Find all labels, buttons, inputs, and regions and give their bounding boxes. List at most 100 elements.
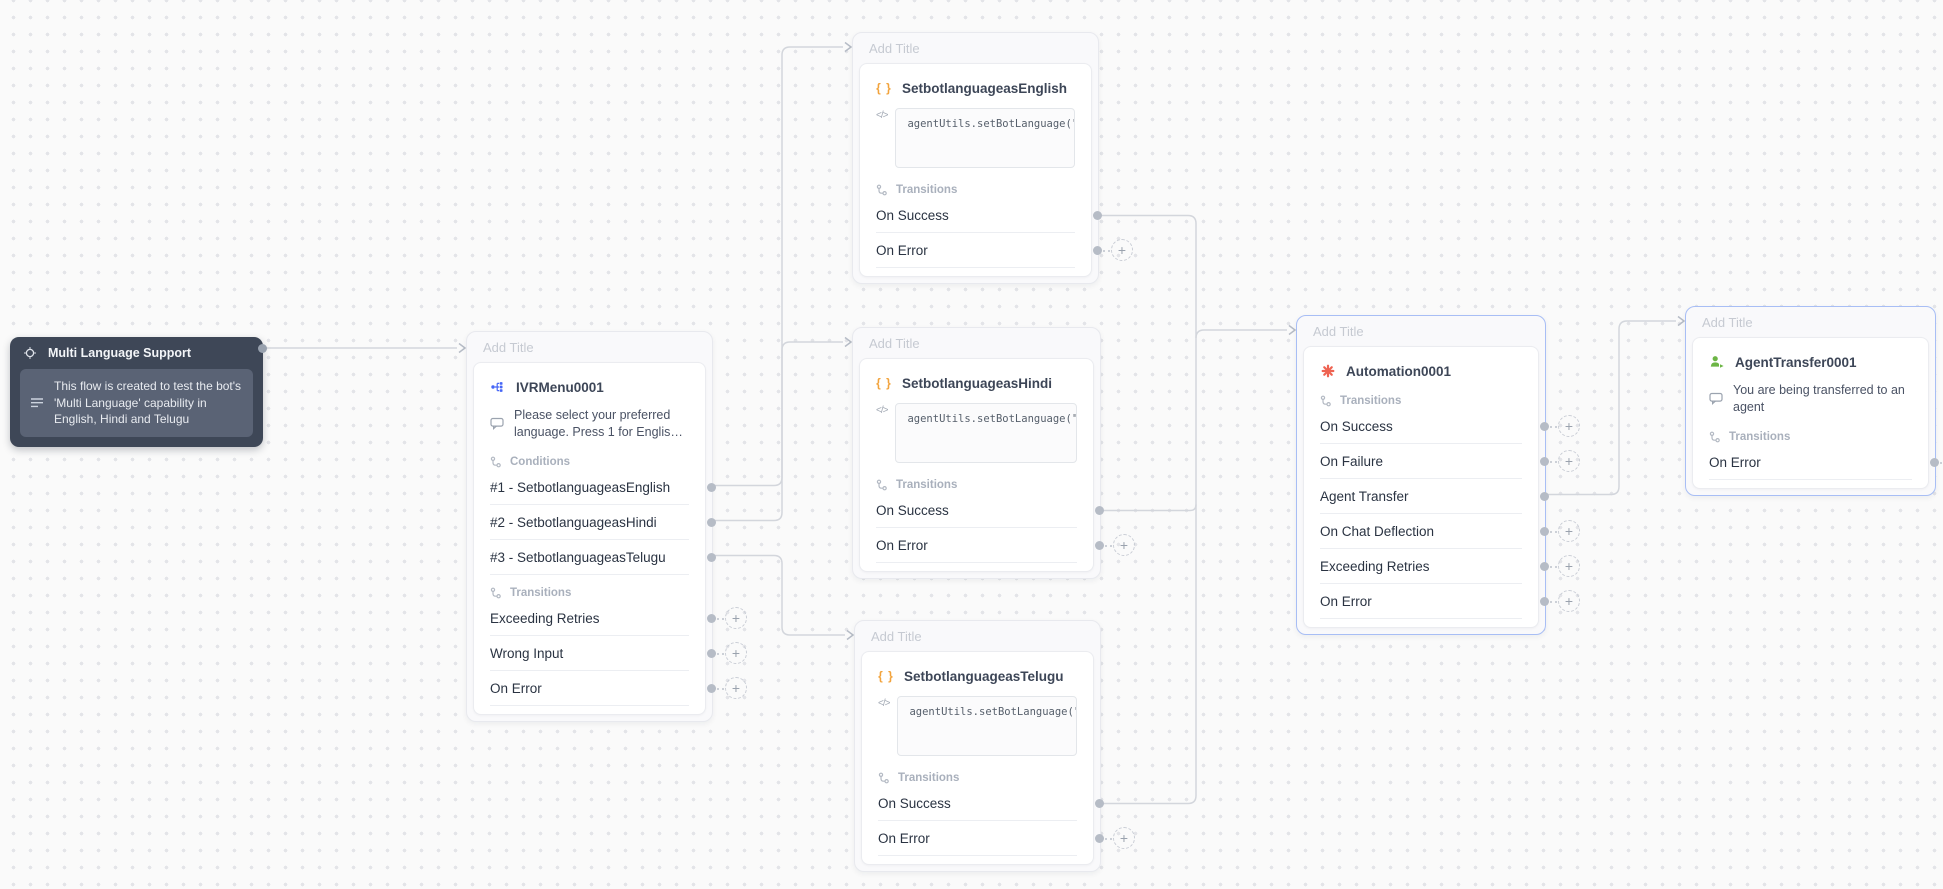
condition-label: #1 - SetbotlanguageasEnglish (490, 479, 671, 495)
transition-row[interactable]: On Success (876, 493, 1104, 528)
ivr-menu-icon (490, 380, 506, 394)
node-title-input[interactable]: Add Title (1313, 323, 1364, 339)
connection-handle[interactable] (1540, 561, 1549, 571)
trigger-note-node[interactable]: Multi Language Support This flow is crea… (10, 337, 267, 447)
node-name: SetbotlanguageasTelugu (904, 668, 1064, 684)
transition-label: On Success (878, 795, 951, 811)
transition-row[interactable]: On Success + (1320, 409, 1580, 444)
node-name: SetbotlanguageasHindi (902, 375, 1053, 391)
connection-handle[interactable] (1930, 457, 1939, 467)
note-title: Multi Language Support (48, 346, 192, 360)
braces-icon: { } (878, 669, 894, 683)
script-card[interactable]: { } SetbotlanguageasEnglish </> agentUti… (859, 63, 1133, 277)
ivr-menu-card[interactable]: IVRMenu0001 Please select your preferred… (473, 362, 747, 715)
connection-handle[interactable] (1540, 421, 1549, 431)
connection-handle[interactable] (1093, 245, 1102, 255)
agent-transfer-node[interactable]: Add Title AgentTransfer0001 (1685, 306, 1943, 496)
transition-row[interactable]: Exceeding Retries + (490, 601, 747, 636)
connection-handle[interactable] (1540, 491, 1549, 501)
connection-handle[interactable] (1095, 505, 1104, 515)
prompt-message-row[interactable]: Please select your preferred language. P… (490, 407, 689, 440)
ivr-menu-node[interactable]: Add Title IVRMenu0001 Please (466, 331, 747, 722)
connection-handle[interactable] (707, 648, 716, 658)
transition-label: On Success (1320, 418, 1393, 434)
note-output-handle[interactable] (258, 344, 267, 353)
transition-row[interactable]: On Error + (876, 233, 1133, 268)
script-card[interactable]: { } SetbotlanguageasHindi </> agentUtils… (859, 358, 1135, 572)
fork-icon (1320, 395, 1331, 407)
fork-icon (876, 479, 887, 491)
fork-icon (1709, 431, 1720, 443)
transition-row[interactable]: On Error + (490, 671, 747, 706)
add-connection-button[interactable]: + (717, 642, 747, 664)
node-title-input[interactable]: Add Title (483, 339, 534, 355)
connection-handle[interactable] (1540, 526, 1549, 536)
script-code-block[interactable]: agentUtils.setBotLanguage("hi") (895, 403, 1077, 463)
transitions-label: Transitions (896, 479, 958, 491)
connection-handle[interactable] (1540, 596, 1549, 606)
transition-row[interactable]: On Error + (1709, 445, 1943, 480)
connection-handle[interactable] (707, 683, 716, 693)
note-description-panel[interactable]: This flow is created to test the bot's '… (20, 369, 253, 437)
set-language-telugu-node[interactable]: Add Title { } SetbotlanguageasTelugu </>… (854, 620, 1135, 872)
transition-label: On Success (876, 502, 949, 518)
add-connection-button[interactable]: + (717, 607, 747, 629)
connection-handle[interactable] (1095, 798, 1104, 808)
script-card[interactable]: { } SetbotlanguageasTelugu </> agentUtil… (861, 651, 1135, 865)
script-code-block[interactable]: agentUtils.setBotLanguage("en"); (895, 108, 1075, 168)
speech-bubble-icon (490, 407, 504, 440)
transition-row[interactable]: On Error + (1320, 584, 1580, 619)
connection-handle[interactable] (1095, 540, 1104, 550)
transition-row[interactable]: On Error + (878, 821, 1135, 856)
node-title-input[interactable]: Add Title (869, 335, 920, 351)
add-connection-button[interactable]: + (1550, 520, 1580, 542)
add-connection-button[interactable]: + (1550, 415, 1580, 437)
note-body: This flow is created to test the bot's '… (54, 379, 242, 426)
transition-row[interactable]: On Success (876, 198, 1102, 233)
transition-row[interactable]: Agent Transfer (1320, 479, 1549, 514)
transition-row[interactable]: Wrong Input + (490, 636, 747, 671)
add-connection-button[interactable]: + (1105, 827, 1135, 849)
connection-handle[interactable] (1093, 210, 1102, 220)
connection-handle[interactable] (1540, 456, 1549, 466)
condition-row[interactable]: #2 - SetbotlanguageasHindi (490, 505, 716, 540)
set-language-english-node[interactable]: Add Title { } SetbotlanguageasEnglish </… (852, 32, 1133, 284)
connection-handle[interactable] (707, 482, 716, 492)
add-connection-button[interactable]: + (1105, 534, 1135, 556)
connection-handle[interactable] (707, 517, 716, 527)
transition-label: On Failure (1320, 453, 1384, 469)
transition-row[interactable]: On Success (878, 786, 1104, 821)
automation-card[interactable]: Automation0001 Transitions On Success + … (1303, 346, 1580, 628)
transition-row[interactable]: On Failure + (1320, 444, 1580, 479)
add-connection-button[interactable]: + (1550, 590, 1580, 612)
connection-handle[interactable] (707, 552, 716, 562)
agent-transfer-card[interactable]: AgentTransfer0001 You are being transfer… (1692, 337, 1943, 489)
automation-node[interactable]: Add Title Automation0001 Tra (1296, 315, 1580, 635)
condition-label: #2 - SetbotlanguageasHindi (490, 514, 657, 530)
transition-row[interactable]: On Chat Deflection + (1320, 514, 1580, 549)
transition-row[interactable]: Exceeding Retries + (1320, 549, 1580, 584)
node-title-input[interactable]: Add Title (871, 628, 922, 644)
add-connection-button[interactable]: + (1103, 239, 1133, 261)
code-icon: </> (878, 698, 891, 709)
set-language-hindi-node[interactable]: Add Title { } SetbotlanguageasHindi </> … (852, 327, 1135, 579)
script-code-block[interactable]: agentUtils.setBotLanguage("te") (897, 696, 1077, 756)
condition-row[interactable]: #1 - SetbotlanguageasEnglish (490, 470, 716, 505)
code-icon: </> (876, 405, 889, 416)
node-title-input[interactable]: Add Title (1702, 314, 1753, 330)
connection-handle[interactable] (1095, 833, 1104, 843)
node-title-input[interactable]: Add Title (869, 40, 920, 56)
transition-row[interactable]: On Error + (876, 528, 1135, 563)
condition-row[interactable]: #3 - SetbotlanguageasTelugu (490, 540, 716, 575)
prompt-message-row[interactable]: You are being transferred to an agent (1709, 382, 1912, 415)
add-connection-button[interactable]: + (1550, 450, 1580, 472)
add-connection-button[interactable]: + (1550, 555, 1580, 577)
code-icon: </> (876, 110, 889, 121)
connection-handle[interactable] (707, 613, 716, 623)
add-connection-button[interactable]: + (717, 677, 747, 699)
transition-label: On Chat Deflection (1320, 523, 1435, 539)
condition-label: #3 - SetbotlanguageasTelugu (490, 549, 666, 565)
node-name: AgentTransfer0001 (1735, 354, 1857, 370)
node-name: SetbotlanguageasEnglish (902, 80, 1068, 96)
